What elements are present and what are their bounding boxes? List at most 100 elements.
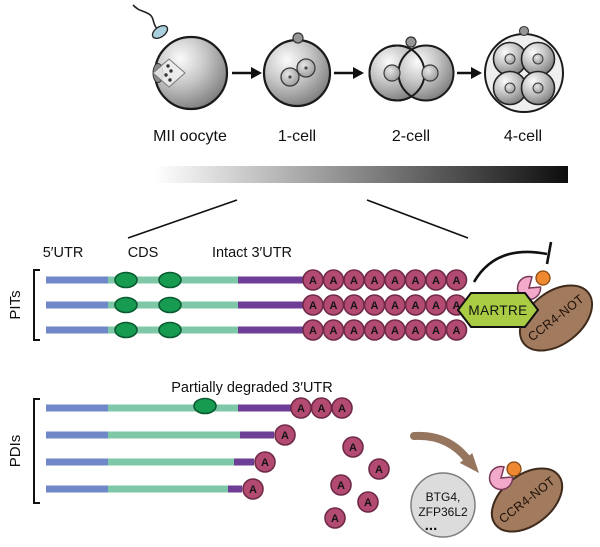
arrow-shaft (410, 431, 472, 464)
zoom-line-right (366, 199, 469, 239)
zoom-line-left (127, 199, 238, 239)
utr5-label: 5′UTR (43, 245, 84, 261)
polyA-tail (302, 319, 468, 341)
mii-spindle (152, 58, 186, 88)
polar-body (518, 25, 530, 37)
polar-body (405, 36, 417, 48)
developmental-gradient-bar (155, 166, 568, 183)
polyA-circle (343, 319, 365, 341)
polyA-circle (384, 294, 406, 316)
polyA-circle (384, 269, 406, 291)
arrowhead (471, 67, 482, 79)
ribosome-icon (114, 296, 138, 314)
pdi-mrna-row (46, 424, 296, 446)
pits-label: PITs (7, 290, 24, 319)
polyA-circle (368, 458, 390, 480)
two-cell-embryo (368, 36, 455, 102)
stage-arrow-2 (334, 67, 364, 79)
polyA-circle (310, 397, 333, 419)
cap-icon (506, 461, 522, 477)
stage-arrow-3 (457, 67, 482, 79)
pdis-panel: Partially degraded 3′UTR PDIs (7, 380, 564, 538)
degraded-utr3-label: Partially degraded 3′UTR (171, 380, 333, 396)
arrowhead (353, 67, 364, 79)
polyA-circle (322, 294, 345, 316)
polyA-circle (404, 294, 427, 316)
pits-panel: 5′UTR CDS Intact 3′UTR PITs (7, 241, 594, 352)
polyA-circle (363, 319, 386, 341)
polyA-circle (254, 451, 276, 473)
pdi-mrna-row (46, 451, 276, 473)
polyA-circle (404, 319, 427, 341)
ribosome-icon (193, 397, 217, 415)
polyA-circle (290, 397, 312, 419)
martre-shape (456, 292, 540, 328)
ccr4not-complex: CCR4-NOT (488, 461, 564, 533)
degradation-arrow (410, 431, 479, 473)
polyA-circle (302, 269, 324, 291)
polyA-circle (330, 474, 352, 496)
polyA-circle (331, 397, 353, 419)
btg4-label: BTG4, (426, 490, 461, 504)
ribosome-icon (158, 271, 182, 289)
cds-label: CDS (128, 245, 159, 261)
pit-mrna-row (46, 294, 468, 316)
polyA-circle (425, 319, 447, 341)
pdis-bracket (33, 398, 40, 504)
nucleolus (288, 75, 292, 79)
arrowhead (459, 453, 479, 473)
polar-body (292, 32, 304, 44)
polyA-circle (363, 269, 386, 291)
ribosome-icon (158, 296, 182, 314)
pit-mrna-row (46, 269, 468, 291)
polyA-tail (302, 269, 468, 291)
stage-arrow-1 (232, 67, 262, 79)
polyA-circle (445, 269, 468, 291)
adaptor-circle (410, 472, 476, 538)
zfp36l2-label: ZFP36L2 (418, 505, 468, 519)
polyA-circle (322, 269, 345, 291)
nucleus (504, 82, 516, 94)
polyA-circle (274, 424, 296, 446)
polyA-circle (343, 269, 365, 291)
mii-oocyte (132, 4, 229, 111)
embryo-membrane (484, 33, 564, 113)
pdis-label: PDIs (7, 435, 24, 468)
polyA-circle (363, 294, 386, 316)
polyA-circle (425, 269, 447, 291)
four-cell-embryo (484, 25, 564, 113)
pits-bracket (33, 269, 40, 341)
sperm-head (151, 24, 169, 40)
nucleus (421, 64, 439, 82)
polyA-tail (302, 294, 468, 316)
one-cell-embryo (262, 32, 332, 108)
pdi-mrna-row (46, 478, 264, 500)
ribosome-icon (114, 271, 138, 289)
ellipsis-label: ... (425, 517, 438, 534)
stage-label-mii: MII oocyte (153, 128, 227, 145)
cap-icon (535, 270, 551, 286)
stage-row: MII oocyte 1-cell 2-cell 4-cell (132, 4, 564, 145)
pacman-protein-icon (488, 465, 514, 491)
nucleus (504, 53, 516, 65)
inhibition-arrow (472, 241, 553, 283)
stage-label-1cell: 1-cell (278, 128, 316, 145)
nucleus (532, 53, 544, 65)
pit-mrna-row (46, 319, 468, 341)
nucleolus (304, 66, 308, 70)
polyA-circle (384, 319, 406, 341)
btg4-zfp36l2-circle: BTG4, ZFP36L2 ... (410, 472, 476, 538)
stage-label-2cell: 2-cell (392, 128, 430, 145)
polyA-circle (322, 319, 345, 341)
pdi-mrna-row (46, 397, 353, 419)
polyA-circle (357, 491, 379, 513)
polyA-circle (445, 319, 468, 341)
released-polyA-group (324, 436, 390, 529)
blunt-end-bar (545, 241, 553, 265)
stage-label-4cell: 4-cell (504, 128, 542, 145)
intact-utr3-label: Intact 3′UTR (212, 245, 292, 261)
polyA-circle (404, 269, 427, 291)
polyA-circle (302, 294, 324, 316)
